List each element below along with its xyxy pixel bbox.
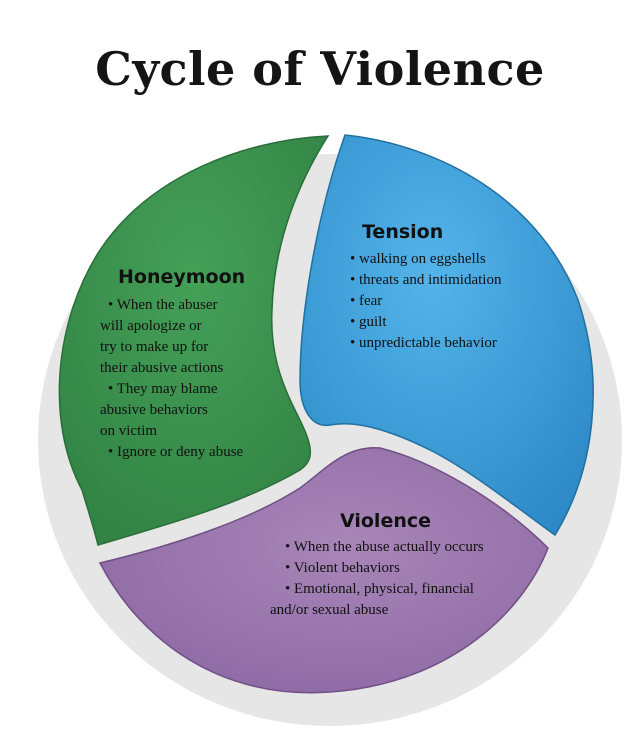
tension-line: • walking on eggshells — [350, 251, 486, 267]
honeymoon-line: try to make up for — [100, 339, 208, 355]
segment-tension — [299, 134, 594, 537]
violence-title: Violence — [340, 510, 431, 532]
honeymoon-title: Honeymoon — [118, 266, 245, 288]
diagram-title: Cycle of Violence — [95, 42, 545, 96]
tension-line: • fear — [350, 293, 382, 309]
violence-line: • Emotional, physical, financial — [285, 581, 474, 597]
violence-line: • Violent behaviors — [285, 560, 400, 576]
segment-honeymoon — [58, 135, 330, 546]
tension-title: Tension — [362, 221, 443, 243]
honeymoon-line: on victim — [100, 423, 157, 439]
honeymoon-line: abusive behaviors — [100, 402, 208, 418]
violence-line: • When the abuse actually occurs — [285, 539, 484, 555]
violence-group: Violence • When the abuse actually occur… — [270, 510, 484, 618]
honeymoon-line: their abusive actions — [100, 360, 223, 376]
tension-line: • unpredictable behavior — [350, 335, 497, 351]
honeymoon-line: • When the abuser — [108, 297, 218, 313]
tension-line: • guilt — [350, 314, 387, 330]
honeymoon-line: • They may blame — [108, 381, 218, 397]
violence-line: and/or sexual abuse — [270, 602, 389, 618]
honeymoon-group: Honeymoon • When the abuser will apologi… — [100, 266, 245, 460]
segment-violence — [98, 447, 549, 694]
honeymoon-line: will apologize or — [100, 318, 202, 334]
tension-group: Tension • walking on eggshells • threats… — [350, 221, 502, 351]
tension-line: • threats and intimidation — [350, 272, 502, 288]
honeymoon-line: • Ignore or deny abuse — [108, 444, 244, 460]
